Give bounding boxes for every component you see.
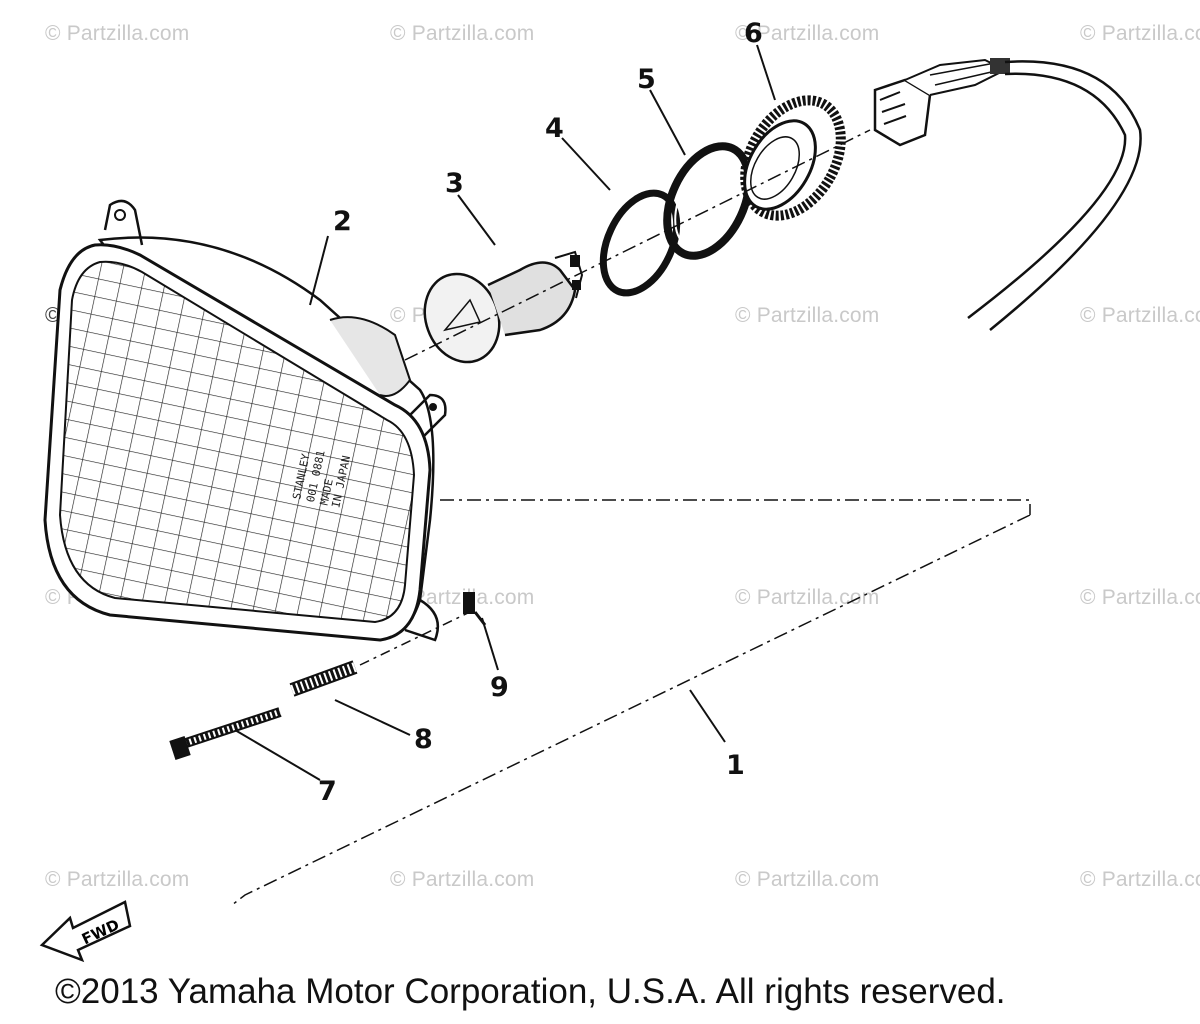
watermark: © Partzilla.com xyxy=(390,22,535,45)
leader-line xyxy=(561,137,611,191)
callout-4: 4 xyxy=(545,113,564,144)
callout-7: 7 xyxy=(318,776,337,807)
watermark: © Partzilla.com xyxy=(45,22,190,45)
fwd-arrow-icon: FWD xyxy=(39,900,132,963)
callout-2: 2 xyxy=(333,206,352,237)
adjusting-screw xyxy=(169,707,282,760)
spring xyxy=(289,660,358,697)
wire-harness xyxy=(873,58,1142,331)
callout-5: 5 xyxy=(637,64,656,95)
watermark: © Partzilla.com xyxy=(1080,586,1200,609)
lens-made-text: MADE xyxy=(318,478,336,507)
leader-line xyxy=(481,617,499,671)
watermark: © Partzilla.com xyxy=(1080,304,1200,327)
leader-line xyxy=(756,44,776,101)
watermark: © Partzilla.com xyxy=(1080,868,1200,891)
watermark: © Partzilla.com xyxy=(1080,22,1200,45)
o-ring-5 xyxy=(663,142,753,260)
leader-line xyxy=(689,689,726,743)
leader-line xyxy=(309,235,329,306)
callout-8: 8 xyxy=(414,724,433,755)
o-ring-4 xyxy=(599,189,681,297)
rubber-boot xyxy=(740,95,846,221)
callout-6: 6 xyxy=(744,18,763,49)
leader-line xyxy=(649,89,686,156)
watermark: © Partzilla.com xyxy=(45,868,190,891)
bulb xyxy=(423,250,584,364)
headlight-unit: STANLEY 001 0881 MADE IN JAPAN xyxy=(43,199,447,642)
watermark: © Partzilla.com xyxy=(735,304,880,327)
leader-line xyxy=(457,194,496,246)
leader-line xyxy=(334,699,411,736)
callout-9: 9 xyxy=(490,672,509,703)
callout-3: 3 xyxy=(445,168,464,199)
copyright-notice: ©2013 Yamaha Motor Corporation, U.S.A. A… xyxy=(55,972,1006,1011)
callout-1: 1 xyxy=(726,750,745,781)
leader-line xyxy=(234,729,321,781)
watermark: © Partzilla.com xyxy=(735,586,880,609)
watermark: © Partzilla.com xyxy=(735,22,880,45)
watermark: © Partzilla.com xyxy=(735,868,880,891)
watermark: © Partzilla.com xyxy=(390,868,535,891)
